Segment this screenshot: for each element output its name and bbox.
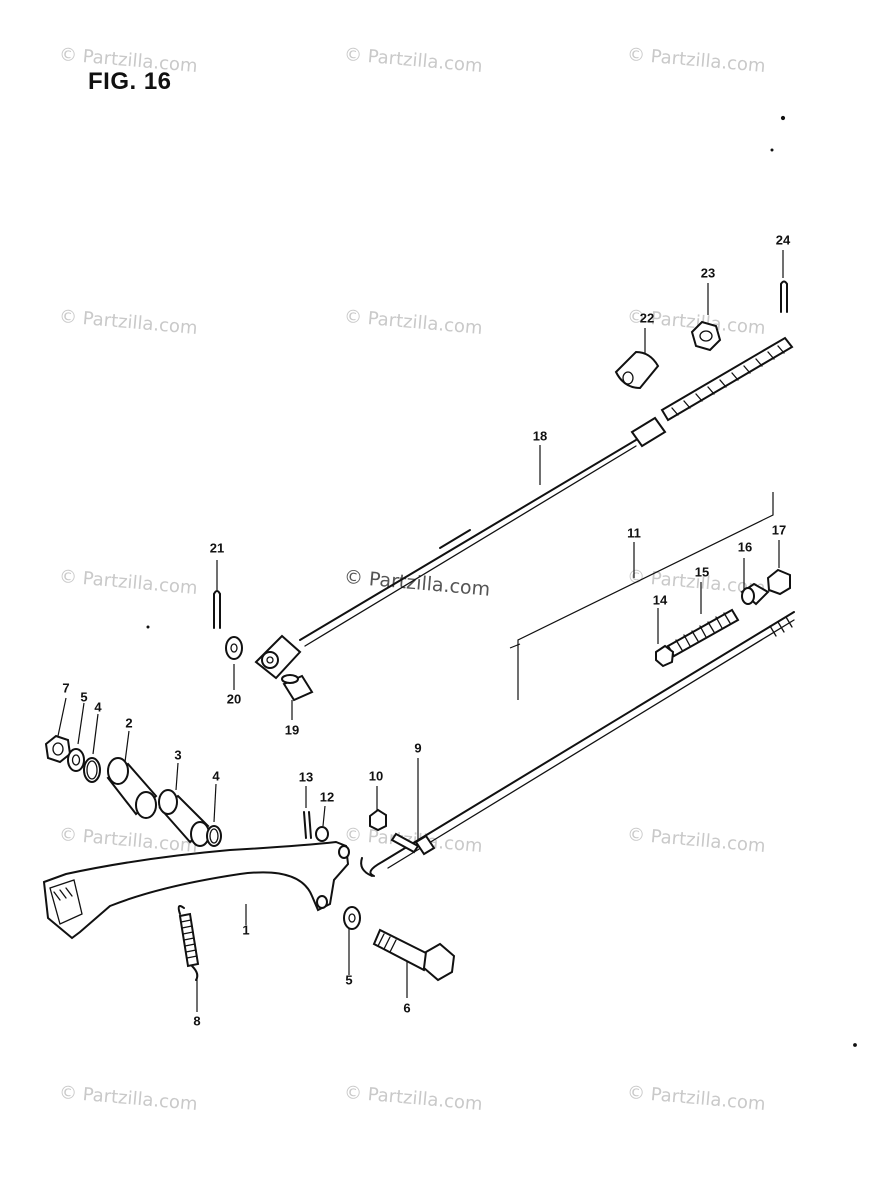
part-17-nut — [766, 568, 791, 596]
callout-5-lower: 5 — [345, 972, 353, 988]
part-15-spring — [666, 608, 740, 658]
part-5-washer-lower — [343, 906, 361, 930]
callout-24: 24 — [775, 232, 791, 248]
callout-12: 12 — [319, 789, 335, 805]
part-13-cotter-pin — [303, 811, 312, 839]
callout-7: 7 — [62, 680, 70, 696]
part-24-cotter-pin — [780, 280, 788, 313]
callout-11: 11 — [627, 525, 641, 541]
callout-16: 16 — [737, 539, 753, 555]
part-8-return-spring — [177, 905, 200, 981]
callout-15: 15 — [694, 564, 710, 580]
figure-title: FIG. 16 — [88, 68, 172, 95]
part-1-brake-pedal — [42, 840, 350, 940]
leader-lines — [57, 250, 784, 1012]
callout-13: 13 — [298, 769, 314, 785]
callout-18: 18 — [532, 428, 548, 444]
part-4-o-ring-right — [206, 825, 222, 847]
callout-10: 10 — [368, 768, 384, 784]
part-22-joint — [614, 350, 660, 390]
part-4-o-ring — [83, 757, 101, 783]
callout-4: 4 — [94, 699, 102, 715]
part-23-adjust-nut — [690, 320, 722, 352]
callout-1: 1 — [242, 922, 250, 938]
callout-21: 21 — [209, 540, 225, 556]
speck-marks — [146, 115, 857, 1047]
part-14-nut — [655, 644, 675, 668]
callout-14: 14 — [652, 592, 668, 608]
part-2-spacer — [106, 757, 158, 819]
part-20-washer — [225, 636, 243, 660]
part-16-joint — [740, 582, 770, 606]
part-3-spacer — [158, 789, 210, 847]
part-12-washer — [315, 826, 329, 842]
callout-22: 22 — [639, 310, 655, 326]
callout-6: 6 — [403, 1000, 411, 1016]
callout-20: 20 — [226, 691, 242, 707]
callout-4-right: 4 — [212, 768, 220, 784]
callout-17: 17 — [771, 522, 787, 538]
callout-8: 8 — [193, 1013, 201, 1029]
callout-9: 9 — [414, 740, 422, 756]
callout-23: 23 — [700, 265, 716, 281]
part-18-brake-rod — [254, 336, 794, 680]
part-5-washer — [67, 748, 85, 772]
part-10-nut — [369, 808, 387, 832]
part-9-bolt — [390, 832, 436, 856]
callout-5: 5 — [80, 689, 88, 705]
part-6-pivot-bolt — [372, 928, 456, 982]
part-11-brake-rod-rear — [360, 611, 795, 877]
callout-3: 3 — [174, 747, 182, 763]
callout-19: 19 — [284, 722, 300, 738]
part-7-nut — [44, 734, 72, 764]
callout-2: 2 — [125, 715, 133, 731]
part-21-cotter-pin — [213, 590, 221, 629]
part-19-pin — [281, 674, 314, 702]
